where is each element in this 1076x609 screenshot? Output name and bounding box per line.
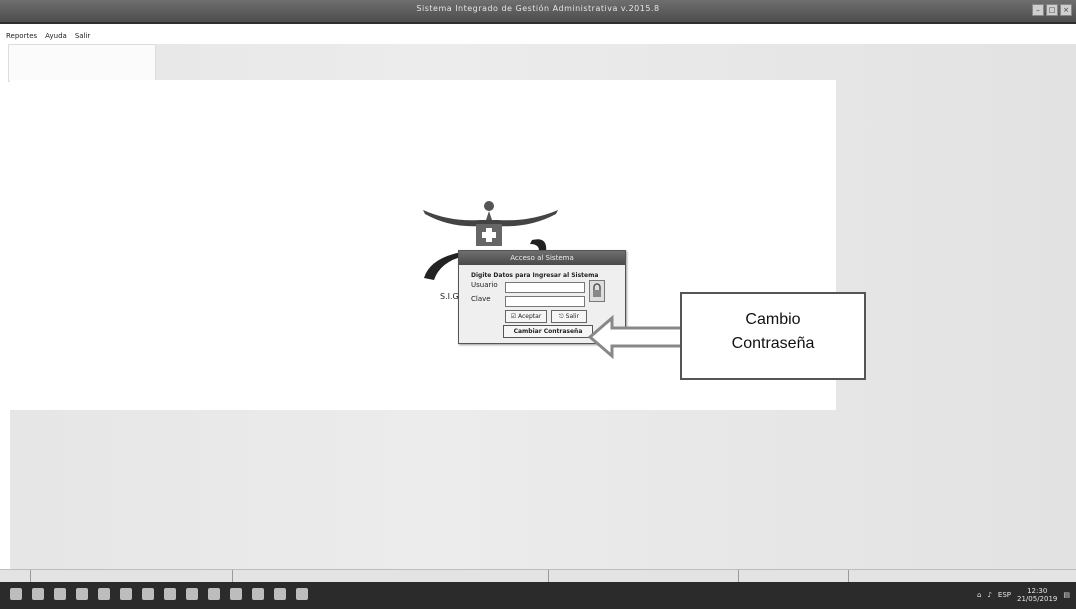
password-label: Clave (471, 295, 491, 303)
title-bar: Sistema Integrado de Gestión Administrat… (0, 0, 1076, 24)
callout-text: Cambio Contraseña (682, 308, 864, 356)
check-icon: ☑ (510, 313, 518, 320)
status-segment (232, 570, 233, 582)
app-icon[interactable] (208, 588, 220, 600)
network-icon[interactable]: ⌂ (977, 591, 982, 599)
callout-arrow-icon (588, 314, 684, 360)
change-password-button[interactable]: Cambiar Contraseña (503, 325, 593, 338)
callout-line-1: Cambio (745, 311, 801, 328)
app-icon[interactable] (296, 588, 308, 600)
minimize-button[interactable]: – (1032, 4, 1044, 16)
status-segment (30, 570, 31, 582)
status-bar (0, 569, 1076, 582)
brand-text: S.I.G. (440, 292, 462, 301)
notifications-icon[interactable]: ▤ (1063, 591, 1070, 599)
task-view-icon[interactable] (54, 588, 66, 600)
app-icon[interactable] (274, 588, 286, 600)
menu-item-salir[interactable]: Salir (74, 32, 91, 40)
clock-time: 12:30 (1027, 587, 1048, 595)
store-icon[interactable] (120, 588, 132, 600)
app-icon[interactable] (230, 588, 242, 600)
search-icon[interactable] (32, 588, 44, 600)
lock-icon (589, 280, 605, 302)
accept-button-label: Aceptar (518, 313, 542, 320)
status-segment (848, 570, 849, 582)
close-button[interactable]: × (1060, 4, 1072, 16)
callout-line-2: Contraseña (731, 335, 815, 352)
clock[interactable]: 12:30 21/05/2019 (1017, 587, 1057, 603)
exit-icon: ⎋ (559, 313, 566, 320)
dialog-title: Acceso al Sistema (459, 251, 625, 265)
menu-item-ayuda[interactable]: Ayuda (45, 32, 67, 40)
user-label: Usuario (471, 281, 498, 289)
taskbar-icons (10, 588, 308, 600)
status-segment (548, 570, 549, 582)
side-panel (8, 44, 156, 82)
password-input[interactable] (505, 296, 585, 307)
mail-icon[interactable] (142, 588, 154, 600)
start-icon[interactable] (10, 588, 22, 600)
accept-button[interactable]: ☑ Aceptar (505, 310, 547, 323)
explorer-icon[interactable] (98, 588, 110, 600)
app-icon[interactable] (186, 588, 198, 600)
user-input[interactable] (505, 282, 585, 293)
maximize-button[interactable]: □ (1046, 4, 1058, 16)
menu-item-reportes[interactable]: Reportes (6, 32, 38, 40)
status-segment (738, 570, 739, 582)
dialog-prompt: Digite Datos para Ingresar al Sistema (471, 272, 599, 279)
callout-box: Cambio Contraseña (680, 292, 866, 380)
browser-icon[interactable] (76, 588, 88, 600)
menu-bar: Reportes Ayuda Salir (0, 32, 90, 44)
system-tray: ⌂ ♪ ESP 12:30 21/05/2019 ▤ (977, 587, 1070, 603)
volume-icon[interactable]: ♪ (987, 591, 992, 599)
exit-button-label: Salir (565, 313, 579, 320)
language-indicator[interactable]: ESP (997, 591, 1012, 599)
taskbar: ⌂ ♪ ESP 12:30 21/05/2019 ▤ (0, 582, 1076, 609)
window-title: Sistema Integrado de Gestión Administrat… (416, 4, 660, 13)
app-icon[interactable] (164, 588, 176, 600)
exit-button[interactable]: ⎋ Salir (551, 310, 587, 323)
clock-date: 21/05/2019 (1017, 595, 1058, 603)
window-controls: – □ × (1032, 4, 1072, 16)
app-icon[interactable] (252, 588, 264, 600)
